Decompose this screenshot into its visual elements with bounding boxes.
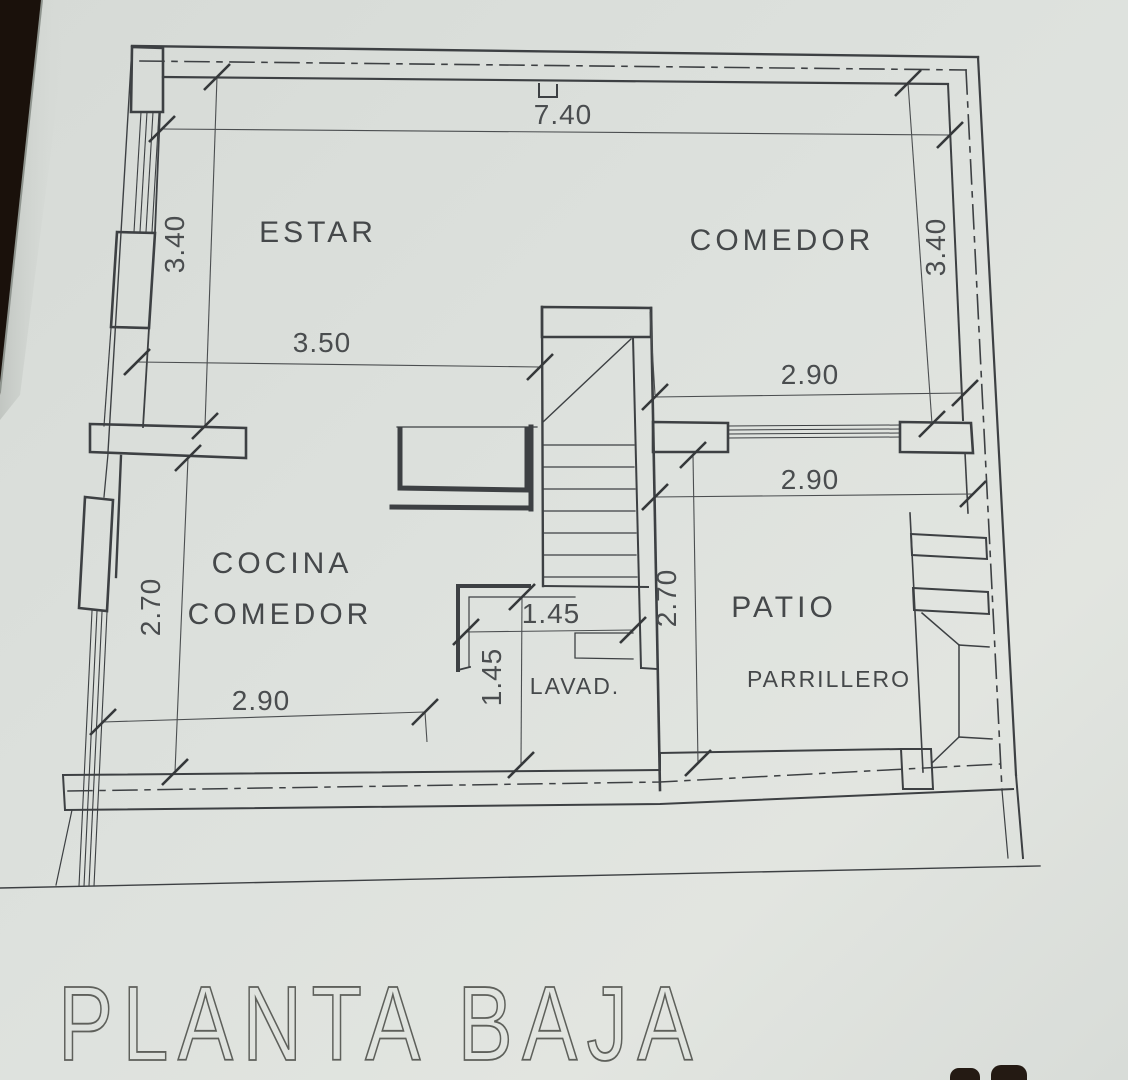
right-wall-axis-line — [965, 69, 1003, 791]
dimension-ticks — [89, 63, 987, 786]
bottom-wall-axis-line — [67, 763, 1001, 792]
cocina-wall — [77, 422, 248, 613]
room-label-cocina-line2: COMEDOR — [188, 598, 373, 631]
right-wall — [909, 55, 1025, 860]
dim-line-estar-width — [136, 361, 541, 368]
bottom-wall — [0, 747, 1041, 889]
bottom-right-pier — [899, 748, 935, 790]
left-wall-pier — [129, 45, 165, 114]
bottom-fascia-line — [0, 865, 1041, 889]
comedor-window-icon — [727, 424, 901, 439]
room-label-patio: PATIO — [731, 591, 837, 624]
dim-line-estar-height — [204, 76, 218, 427]
cocina-window-icon — [78, 610, 108, 887]
dim-line-lavadero-width — [465, 629, 634, 633]
top-wall — [130, 44, 980, 98]
dim-cocina-height: 2.70 — [135, 578, 166, 637]
dim-lavadero-width: 1.45 — [522, 598, 581, 629]
dim-line-cocina-width — [102, 711, 426, 723]
comedor-patio-wall — [651, 420, 975, 455]
laundry-tub — [574, 632, 634, 660]
photo-bottom-artifact — [950, 1068, 980, 1080]
dim-line-lavadero-height — [520, 596, 523, 766]
dim-estar-width: 3.50 — [293, 327, 352, 358]
dim-line-patio-width — [654, 493, 974, 498]
top-wall-notch — [538, 83, 558, 98]
dim-comedor-height: 3.40 — [920, 218, 951, 277]
stair-right-wall — [649, 306, 662, 792]
room-label-comedor: COMEDOR — [690, 224, 875, 257]
dimension-lines — [102, 76, 974, 773]
top-wall-axis-line — [139, 60, 967, 71]
right-wall-pier — [911, 586, 991, 616]
right-wall-pier — [909, 532, 989, 561]
walls — [0, 44, 1041, 889]
stair-treads — [542, 444, 638, 578]
photo-bottom-artifact — [991, 1065, 1027, 1080]
dim-cocina-width: 2.90 — [232, 685, 291, 716]
page-title: PLANTA BAJA — [58, 965, 702, 1080]
dim-lavadero-height: 1.45 — [476, 648, 507, 707]
room-label-estar: ESTAR — [259, 216, 377, 249]
kitchen-counter — [389, 424, 538, 512]
wall-pier — [651, 420, 730, 454]
left-wall — [103, 45, 165, 453]
parrillero-niche — [920, 611, 993, 765]
wall-pier — [898, 420, 975, 455]
dim-line-patio-height — [692, 454, 699, 764]
room-label-lavadero: LAVAD. — [530, 673, 620, 699]
dim-patio-width: 2.90 — [781, 464, 840, 495]
left-wall-pier — [77, 495, 115, 613]
labels: ESTAR COMEDOR COCINA COMEDOR PATIO LAVAD… — [135, 99, 951, 716]
dim-top-width: 7.40 — [534, 99, 593, 130]
room-label-parrillero: PARRILLERO — [747, 666, 911, 692]
room-label-cocina-line1: COCINA — [212, 547, 353, 580]
dim-patio-height: 2.70 — [651, 569, 682, 628]
dim-line-comedor-height — [907, 82, 933, 425]
dim-estar-height: 3.40 — [159, 215, 190, 274]
dim-comedor-width: 2.90 — [781, 359, 840, 390]
dim-line-top-width — [161, 128, 951, 136]
paper-edge-shading — [0, 0, 70, 420]
paper-edge-line — [0, 0, 43, 393]
drawing-title: PLANTA BAJA — [57, 964, 702, 1080]
staircase — [540, 305, 662, 792]
dim-line-comedor-width — [654, 392, 966, 398]
stair-diagonal-line — [542, 338, 632, 423]
